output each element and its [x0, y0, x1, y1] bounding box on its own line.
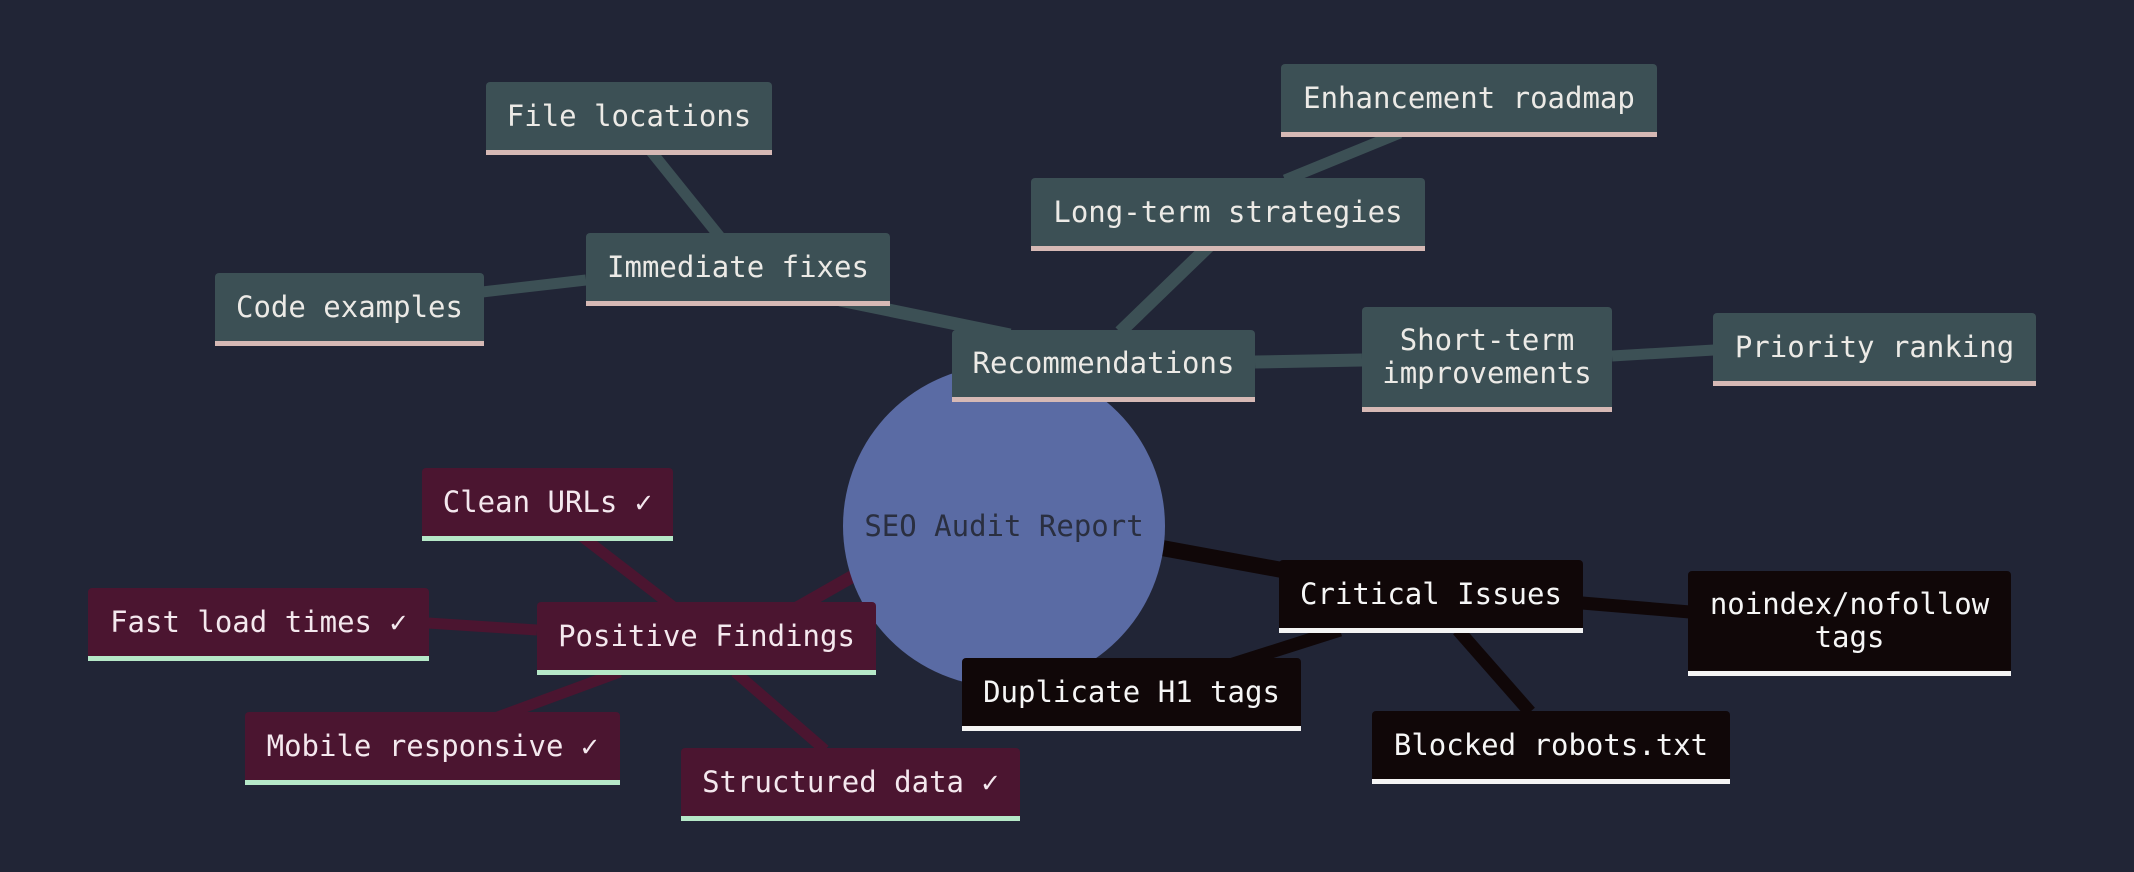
- edge-recommendations-long-term: [1115, 240, 1215, 337]
- node-immediate-fixes[interactable]: Immediate fixes: [586, 233, 890, 306]
- node-file-locations[interactable]: File locations: [486, 82, 772, 155]
- node-enhancement-roadmap[interactable]: Enhancement roadmap: [1281, 64, 1657, 137]
- edge-immediate-code-examples: [481, 274, 587, 298]
- node-clean-urls[interactable]: Clean URLs ✓: [422, 468, 673, 541]
- edge-critical-robots: [1453, 625, 1535, 717]
- root-node[interactable]: SEO Audit Report: [843, 365, 1165, 687]
- node-mobile-responsive[interactable]: Mobile responsive ✓: [245, 712, 620, 785]
- edge-positive-clean-urls: [576, 530, 684, 617]
- node-fast-load-times[interactable]: Fast load times ✓: [88, 588, 429, 661]
- edge-positive-fast-load: [427, 617, 538, 636]
- node-code-examples[interactable]: Code examples: [215, 273, 484, 346]
- edge-positive-structured: [731, 667, 829, 755]
- node-recommendations[interactable]: Recommendations: [952, 330, 1255, 402]
- node-blocked-robots[interactable]: Blocked robots.txt: [1372, 711, 1730, 784]
- edge-root-critical: [1160, 540, 1284, 578]
- node-noindex-nofollow[interactable]: noindex/nofollow tags: [1688, 571, 2011, 676]
- edge-positive-mobile: [493, 666, 622, 724]
- node-positive-findings[interactable]: Positive Findings: [537, 602, 876, 675]
- node-critical-issues[interactable]: Critical Issues: [1279, 560, 1583, 633]
- edge-immediate-file-locations: [645, 146, 725, 241]
- node-structured-data[interactable]: Structured data ✓: [681, 748, 1020, 821]
- edge-long-term-roadmap: [1282, 127, 1403, 186]
- edge-recommendations-short-term: [1254, 353, 1363, 369]
- node-long-term-strategies[interactable]: Long-term strategies: [1031, 178, 1425, 251]
- node-duplicate-h1[interactable]: Duplicate H1 tags: [962, 658, 1301, 731]
- edge-critical-noindex: [1581, 596, 1691, 619]
- node-short-term-improvements[interactable]: Short-term improvements: [1362, 307, 1612, 412]
- node-priority-ranking[interactable]: Priority ranking: [1713, 313, 2036, 386]
- edge-short-term-priority: [1611, 344, 1715, 362]
